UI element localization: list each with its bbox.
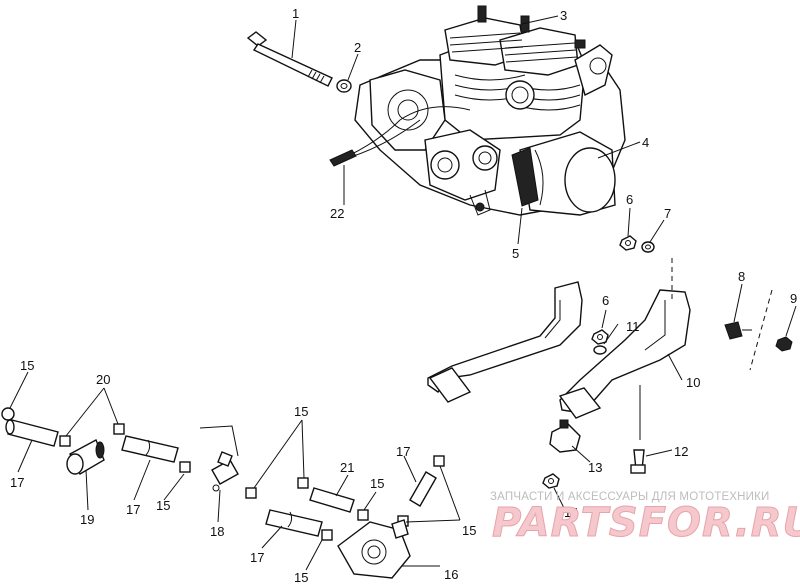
watermark-caption: ЗАПЧАСТИ И АКСЕССУАРЫ ДЛЯ МОТОТЕХНИКИ (490, 491, 770, 503)
callout-7: 7 (664, 206, 671, 221)
callout-20: 20 (96, 372, 110, 387)
leader-lines (9, 15, 797, 571)
washer-7 (641, 241, 655, 253)
watermark: ЗАПЧАСТИ И АКСЕССУАРЫ ДЛЯ МОТОТЕХНИКИ PA… (490, 491, 800, 547)
engine-mount-bracket-right (558, 289, 691, 419)
callout-9: 9 (790, 291, 797, 306)
callout-17-a: 17 (10, 475, 24, 490)
coupler-19 (66, 439, 105, 475)
callout-12: 12 (674, 444, 688, 459)
nut-6a (619, 235, 637, 251)
nut-9 (775, 336, 793, 352)
callout-17-d: 17 (396, 444, 410, 459)
washer (336, 79, 352, 93)
clamp-15b (179, 461, 191, 473)
clamp-20b (113, 423, 125, 435)
engine-mount-bracket-left (427, 281, 583, 403)
callout-22: 22 (330, 206, 344, 221)
callout-13: 13 (588, 460, 602, 475)
callout-17-c: 17 (250, 550, 264, 565)
stud-8 (724, 321, 752, 340)
callout-14: 14 (564, 505, 578, 520)
callout-5: 5 (512, 246, 519, 261)
callout-17-b: 17 (126, 502, 140, 517)
callout-4: 4 (642, 135, 649, 150)
callout-15-c: 15 (294, 404, 308, 419)
hose-17b (121, 435, 179, 463)
hose-17c (265, 509, 323, 537)
t-fitting-18 (199, 425, 239, 492)
callout-10: 10 (686, 375, 700, 390)
washer-11 (593, 345, 607, 355)
callout-3: 3 (560, 8, 567, 23)
callout-21: 21 (340, 460, 354, 475)
nut-14 (542, 473, 560, 489)
clamp-15d (297, 477, 309, 489)
clamp-15c (245, 487, 257, 499)
callout-8: 8 (738, 269, 745, 284)
callout-16: 16 (444, 567, 458, 582)
watermark-brand: PARTSFOR.RU (492, 500, 800, 546)
callout-18: 18 (210, 524, 224, 539)
callout-2: 2 (354, 40, 361, 55)
clamp-15e (321, 529, 333, 541)
callout-1: 1 (292, 6, 299, 21)
rubber-mount-13 (549, 419, 581, 453)
engine-assembly (329, 5, 626, 216)
clamp-15f (357, 509, 369, 521)
hose-17d (397, 455, 445, 527)
dash-guide-2 (749, 289, 773, 371)
callout-19: 19 (80, 512, 94, 527)
engine-bolt (246, 31, 333, 87)
callout-15-b: 15 (156, 498, 170, 513)
bolt-12 (630, 449, 646, 474)
callout-6-lower: 6 (602, 293, 609, 308)
callout-11: 11 (626, 319, 640, 334)
callout-15-a: 15 (20, 358, 34, 373)
callout-15-d: 15 (370, 476, 384, 491)
callout-15-f: 15 (294, 570, 308, 584)
callout-15-e: 15 (462, 523, 476, 538)
housing-16 (337, 519, 411, 579)
hose-17a (5, 419, 59, 447)
callout-numbers: 1 2 3 4 5 6 6 7 8 9 10 11 12 13 14 15 15… (10, 6, 797, 584)
tube-21 (309, 487, 355, 513)
clamp-20a (59, 435, 71, 447)
clamp-15a (1, 407, 15, 421)
callout-6-upper: 6 (626, 192, 633, 207)
